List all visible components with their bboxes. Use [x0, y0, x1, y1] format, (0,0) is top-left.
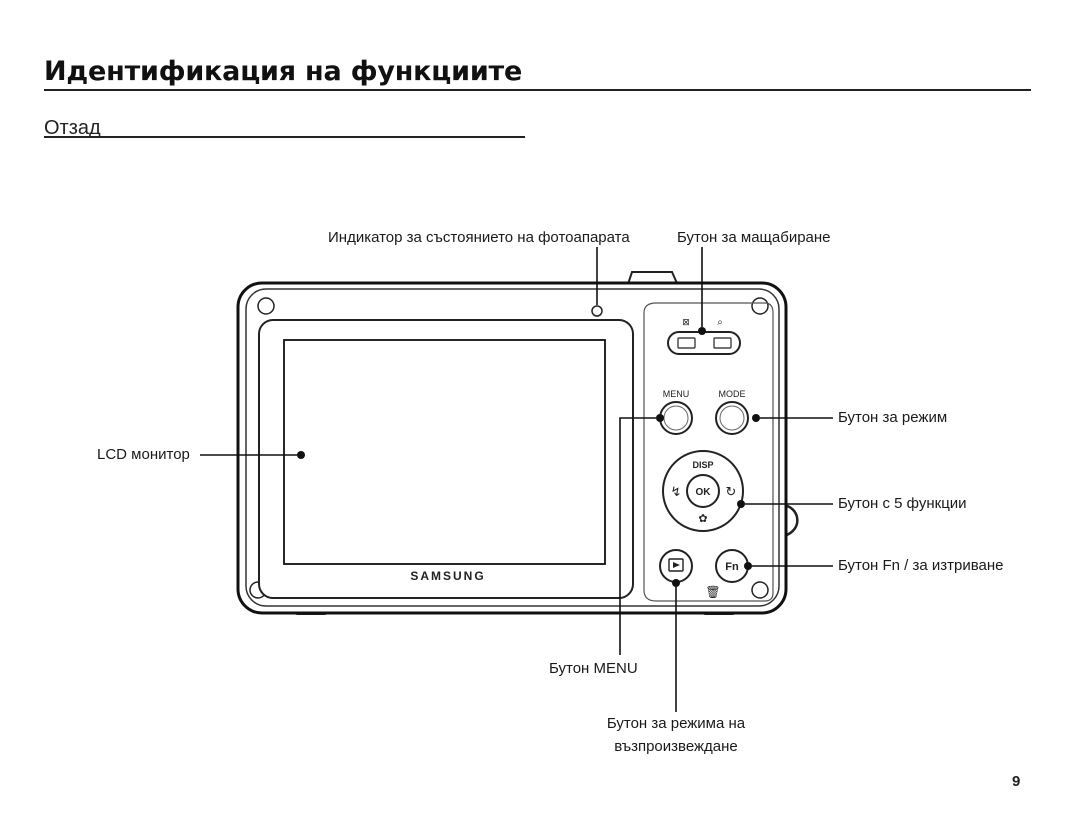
corner-screw-top-right — [751, 297, 769, 315]
mode-button-marker — [752, 414, 760, 422]
camera-body-inner — [245, 288, 780, 607]
label-status-indicator: Индикатор за състоянието на фотоапарата — [328, 229, 630, 246]
brand-logo: SAMSUNG — [410, 569, 485, 583]
label-mode-button: Бутон за режим — [838, 409, 948, 426]
corner-screw-bottom-right — [751, 581, 769, 599]
label-lcd-monitor: LCD монитор — [97, 446, 190, 463]
zoom-button-marker — [698, 327, 706, 335]
tele-zoom-icon: ⌕ — [717, 317, 723, 328]
lcd-monitor — [283, 339, 606, 565]
self-timer-icon: ↻ — [726, 485, 737, 500]
disp-label: DISP — [692, 460, 713, 470]
leader-lines — [200, 247, 833, 712]
playback-button-marker — [672, 579, 680, 587]
label-playback-button-line2: възпроизвеждане — [614, 738, 738, 755]
zoom-tele-glyph-icon — [713, 337, 732, 349]
menu-button-caption: MENU — [663, 389, 690, 399]
lcd-monitor-marker — [297, 451, 305, 459]
macro-icon: ✿ — [698, 512, 707, 525]
mode-button-caption: MODE — [719, 389, 746, 399]
menu-button[interactable] — [659, 401, 693, 435]
label-playback-button-line1: Бутон за режима на — [606, 715, 746, 732]
zoom-wide-glyph-icon — [677, 337, 696, 349]
corner-screw-top-left — [257, 297, 275, 315]
subtitle-underline — [44, 136, 525, 138]
trash-icon: 🗑 — [705, 585, 720, 599]
page-number: 9 — [1012, 773, 1021, 790]
title-underline — [44, 89, 1031, 91]
fn-button-marker — [744, 562, 752, 570]
control-panel-outline — [643, 302, 774, 602]
flash-icon: ↯ — [671, 485, 682, 500]
label-menu-button: Бутон MENU — [549, 660, 638, 677]
label-zoom-button: Бутон за мащабиране — [677, 229, 831, 246]
mode-button-ring — [719, 405, 745, 431]
five-function-marker — [737, 500, 745, 508]
ok-button[interactable] — [686, 474, 720, 508]
mode-button[interactable] — [715, 401, 749, 435]
section-subtitle: Отзад — [44, 117, 101, 139]
fn-button-label: Fn — [725, 561, 739, 573]
ok-button-label: OK — [696, 487, 712, 498]
wide-zoom-icon: ⊠ — [682, 318, 690, 328]
play-triangle-icon — [673, 562, 680, 568]
page-title: Идентификация на функциите — [44, 56, 523, 87]
label-fn-delete-button: Бутон Fn / за изтриване — [838, 557, 1004, 574]
label-five-function-button: Бутон с 5 функции — [838, 495, 967, 512]
status-indicator-lamp — [591, 305, 603, 317]
leader-menu-button — [619, 417, 656, 655]
menu-button-marker — [656, 414, 664, 422]
